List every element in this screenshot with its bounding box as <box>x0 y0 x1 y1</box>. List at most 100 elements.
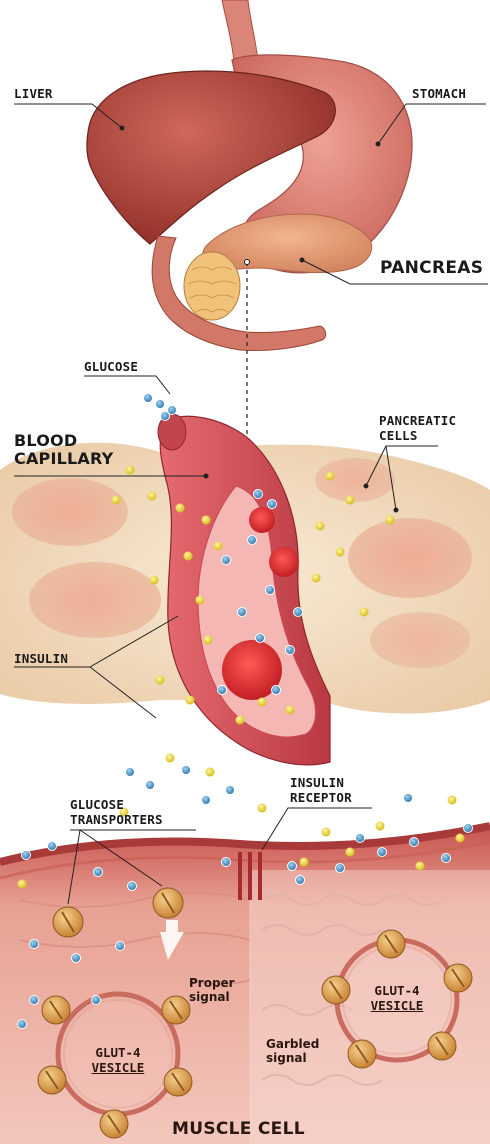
glucose-molecule <box>238 608 247 617</box>
label-glut4-left-line1: GLUT-4 <box>78 1045 158 1060</box>
label-insulin-receptor-line1: INSULIN <box>290 775 352 790</box>
insulin-molecule <box>150 576 159 585</box>
label-pancreatic-cells: PANCREATIC CELLS <box>379 413 456 443</box>
label-glucose-transporters: GLUCOSE TRANSPORTERS <box>70 797 163 827</box>
glucose-molecule <box>222 858 231 867</box>
insulin-molecule <box>148 492 157 501</box>
label-pancreas: PANCREAS <box>380 259 483 278</box>
insulin-molecule <box>448 796 457 805</box>
insulin-molecule <box>360 608 369 617</box>
label-insulin-receptor: INSULIN RECEPTOR <box>290 775 352 805</box>
insulin-molecule <box>156 676 165 685</box>
insulin-molecule <box>286 706 295 715</box>
insulin-molecule <box>346 496 355 505</box>
label-blood-capillary: BLOOD CAPILLARY <box>14 432 113 468</box>
glucose-molecule <box>146 781 155 790</box>
label-glucose-transporters-line1: GLUCOSE <box>70 797 163 812</box>
glucose-molecule <box>94 868 103 877</box>
glucose-molecule <box>222 556 231 565</box>
insulin-molecule <box>196 596 205 605</box>
insulin-molecule <box>202 516 211 525</box>
glucose-molecule <box>126 768 135 777</box>
insulin-molecule <box>236 716 245 725</box>
insulin-molecule <box>186 696 195 705</box>
organs-group <box>87 0 412 351</box>
label-proper-signal-line1: Proper <box>189 976 235 990</box>
glucose-molecule <box>286 646 295 655</box>
glucose-molecule <box>48 842 57 851</box>
label-proper-signal-line2: signal <box>189 990 235 1004</box>
pancreatic-cell-4 <box>315 458 395 502</box>
glucose-molecule <box>30 940 39 949</box>
label-liver: LIVER <box>14 86 53 101</box>
glucose-molecule <box>296 876 305 885</box>
label-glut4-left-line2: VESICLE <box>78 1060 158 1075</box>
insulin-molecule <box>258 698 267 707</box>
glucose-molecule <box>116 942 125 951</box>
label-garbled-signal-line1: Garbled <box>266 1037 319 1051</box>
label-glut4-right-line1: GLUT-4 <box>357 983 437 998</box>
glucose-molecule <box>30 996 39 1005</box>
glucose-molecule <box>268 500 277 509</box>
glucose-molecule <box>272 686 281 695</box>
glucose-molecule <box>182 766 191 775</box>
insulin-molecule <box>312 574 321 583</box>
insulin-molecule <box>346 848 355 857</box>
glucose-molecule <box>442 854 451 863</box>
insulin-molecule <box>112 496 121 505</box>
label-insulin: INSULIN <box>14 651 68 666</box>
insulin-molecule <box>184 552 193 561</box>
glucose-molecule <box>294 608 303 617</box>
label-muscle-cell: MUSCLE CELL <box>172 1120 305 1139</box>
label-blood-capillary-line1: BLOOD <box>14 432 113 450</box>
red-blood-cell <box>249 507 275 533</box>
glucose-molecule <box>410 838 419 847</box>
insulin-molecule <box>316 522 325 531</box>
label-blood-capillary-line2: CAPILLARY <box>14 450 113 468</box>
insulin-molecule <box>456 834 465 843</box>
glucose-molecule <box>202 796 211 805</box>
label-glucose: GLUCOSE <box>84 359 138 374</box>
glucose-molecule <box>356 834 365 843</box>
label-pancreatic-cells-line1: PANCREATIC <box>379 413 456 428</box>
glucose-molecule <box>256 634 265 643</box>
glucose-molecule <box>288 862 297 871</box>
glucose-molecule <box>378 848 387 857</box>
esophagus-shape <box>222 0 258 62</box>
insulin-molecule <box>18 880 27 889</box>
insulin-molecule <box>386 516 395 525</box>
pancreatic-cell-5 <box>370 612 470 668</box>
insulin-molecule <box>326 472 335 481</box>
glucose-molecule <box>266 586 275 595</box>
glucose-molecule <box>18 1020 27 1029</box>
pancreas-head-shape <box>184 252 240 320</box>
insulin-molecule <box>416 862 425 871</box>
glucose-molecule <box>404 794 413 803</box>
leader-glucose <box>84 376 170 394</box>
glucose-molecule <box>161 412 170 421</box>
insulin-molecule <box>214 542 223 551</box>
label-glut4-vesicle-left: GLUT-4 VESICLE <box>78 1045 158 1075</box>
insulin-molecule <box>376 822 385 831</box>
glucose-molecule <box>92 996 101 1005</box>
insulin-molecule <box>322 828 331 837</box>
label-glut4-right-line2: VESICLE <box>357 998 437 1013</box>
insulin-molecule <box>166 754 175 763</box>
pancreatic-cell-2 <box>29 562 161 638</box>
glucose-molecule <box>72 954 81 963</box>
insulin-molecule <box>300 858 309 867</box>
glucose-molecule <box>128 882 137 891</box>
red-blood-cell <box>269 547 299 577</box>
pancreatic-cell-3 <box>348 518 472 598</box>
insulin-molecule <box>176 504 185 513</box>
glucose-molecule <box>254 490 263 499</box>
label-glut4-vesicle-right: GLUT-4 VESICLE <box>357 983 437 1013</box>
glucose-molecule <box>144 394 153 403</box>
glucose-molecule <box>22 851 31 860</box>
insulin-molecule <box>126 466 135 475</box>
glucose-molecule <box>248 536 257 545</box>
label-glucose-transporters-line2: TRANSPORTERS <box>70 812 163 827</box>
insulin-molecule <box>204 636 213 645</box>
